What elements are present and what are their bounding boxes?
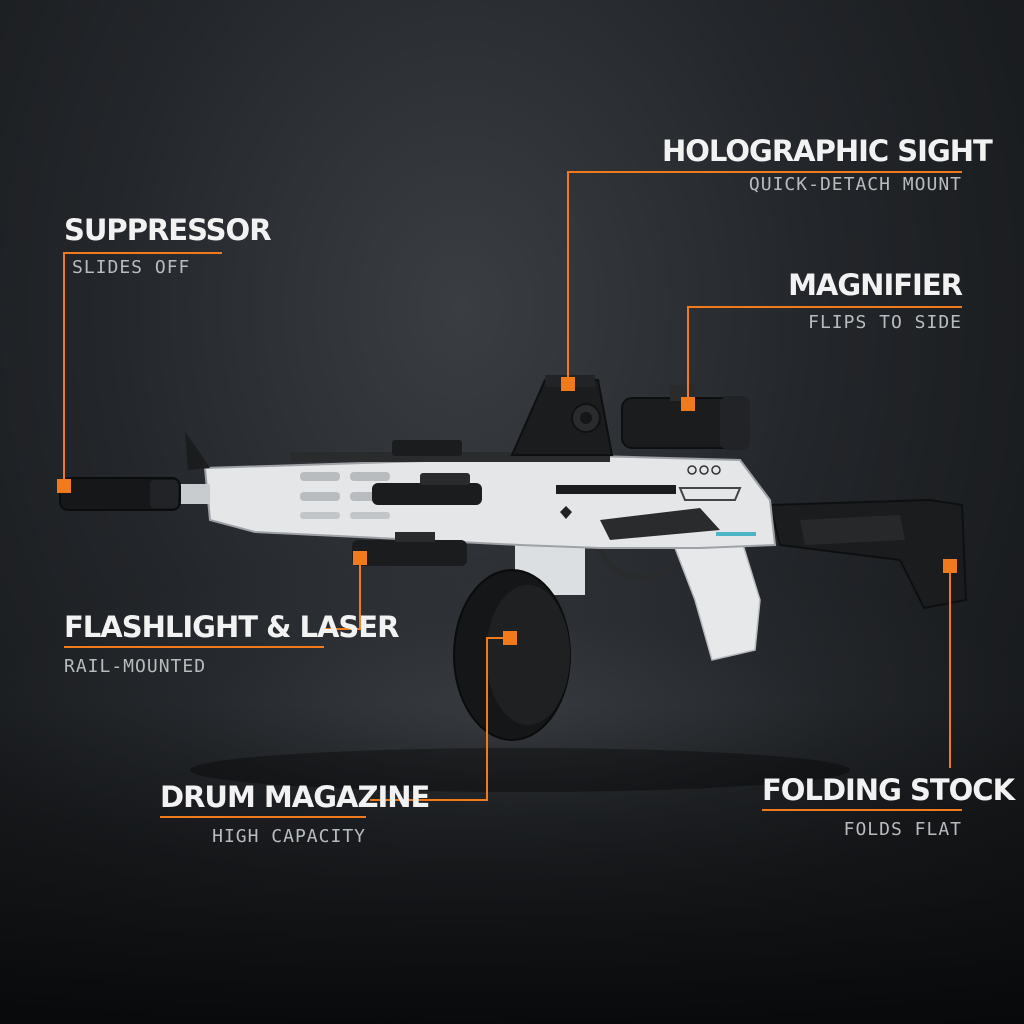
suppressor-marker <box>57 479 71 493</box>
folding-stock-callout: FOLDING STOCK FOLDS FLAT <box>762 773 1015 840</box>
magnifier-marker <box>681 397 695 411</box>
pistol-grip-part <box>670 534 761 661</box>
drum-magazine-part <box>453 545 585 741</box>
suppressor-subtitle: SLIDES OFF <box>72 257 191 278</box>
trigger-guard-part <box>597 539 678 581</box>
flashlight-laser-callout-line <box>324 558 361 630</box>
flashlight-laser-part <box>352 532 467 566</box>
holographic-sight-subtitle: QUICK-DETACH MOUNT <box>748 174 962 195</box>
drum-magazine-callout-line <box>370 637 510 801</box>
drum-magazine-callout: DRUM MAGAZINE HIGH CAPACITY <box>160 780 430 847</box>
folding-stock-title: FOLDING STOCK <box>762 773 1015 807</box>
folding-stock-marker <box>943 559 957 573</box>
folding-stock-underline <box>762 809 962 811</box>
magnifier-callout: MAGNIFIER FLIPS TO SIDE <box>722 268 963 333</box>
top-rail-part <box>290 440 610 462</box>
callout-lines <box>63 171 962 801</box>
drum-magazine-marker <box>503 631 517 645</box>
magnifier-subtitle: FLIPS TO SIDE <box>808 312 962 333</box>
rifle-body-part <box>203 453 777 549</box>
magnifier-callout-line <box>687 306 962 404</box>
drum-magazine-underline <box>160 816 366 818</box>
flashlight-laser-callout: FLASHLIGHT & LASER RAIL-MOUNTED <box>64 610 399 677</box>
rail-light-part <box>372 473 482 505</box>
front-sight-part <box>185 432 210 470</box>
holographic-sight-marker <box>561 377 575 391</box>
holographic-sight-title: HOLOGRAPHIC SIGHT <box>662 134 993 168</box>
holographic-sight-callout: HOLOGRAPHIC SIGHT QUICK-DETACH MOUNT <box>662 134 993 195</box>
callout-markers <box>57 377 957 645</box>
magnifier-part <box>621 385 750 450</box>
flashlight-laser-underline <box>64 646 324 648</box>
flashlight-laser-subtitle: RAIL-MOUNTED <box>64 656 207 677</box>
flashlight-laser-marker <box>353 551 367 565</box>
flashlight-laser-title: FLASHLIGHT & LASER <box>64 610 399 644</box>
folding-stock-subtitle: FOLDS FLAT <box>843 819 962 840</box>
suppressor-callout: SUPPRESSOR SLIDES OFF <box>64 213 272 278</box>
holographic-sight-callout-line <box>567 171 962 384</box>
folding-stock-part <box>768 498 968 610</box>
drum-magazine-subtitle: HIGH CAPACITY <box>212 826 366 847</box>
magnifier-title: MAGNIFIER <box>788 268 963 302</box>
suppressor-part <box>59 477 181 511</box>
floor-reflection <box>190 748 850 792</box>
suppressor-title: SUPPRESSOR <box>64 213 272 247</box>
drum-magazine-title: DRUM MAGAZINE <box>160 780 430 814</box>
suppressor-callout-line <box>63 252 222 486</box>
